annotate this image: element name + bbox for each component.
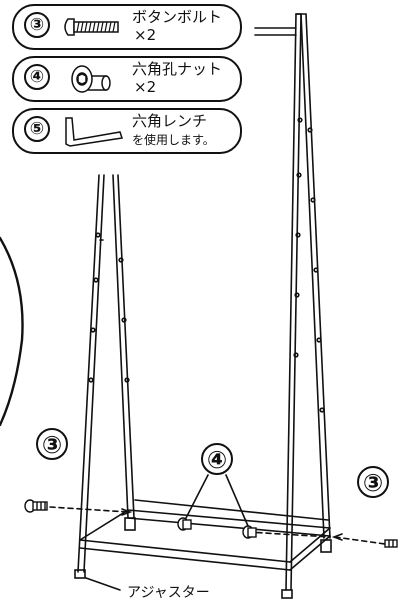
parts-list: ③ ボタンボルト ×2 ④: [0, 0, 250, 160]
adjuster-feet: [74, 517, 332, 599]
right-frame: [285, 13, 331, 591]
part-note: を使用します。: [132, 133, 215, 147]
callout-bolt-left: ③: [36, 428, 68, 460]
callout-bolt-right: ③: [357, 466, 389, 498]
part-name: 六角孔ナット: [132, 60, 223, 78]
hex-socket-nut-icon: [71, 65, 111, 93]
hex-wrench-icon: [65, 117, 123, 147]
part-name: 六角レンチ: [132, 112, 208, 130]
part-quantity: ×2: [134, 78, 157, 96]
nut-icons: [177, 517, 257, 539]
part-hex-wrench: ⑤ 六角レンチ を使用します。: [12, 108, 242, 154]
part-hex-socket-nut: ④ 六角孔ナット ×2: [12, 56, 242, 102]
part-button-bolt: ③ ボタンボルト ×2: [12, 4, 242, 50]
adjuster-label: アジャスター: [127, 585, 210, 601]
part-number: ④: [24, 64, 50, 90]
bolt-right-icon: [384, 539, 398, 548]
bolt-left-icon: [24, 499, 48, 513]
part-name: ボタンボルト: [132, 8, 223, 26]
part-quantity: ×2: [134, 26, 157, 44]
callout-nuts: ④: [201, 443, 233, 475]
button-bolt-icon: [64, 18, 119, 36]
part-number: ⑤: [24, 116, 50, 142]
detail-circle-arc: [0, 236, 24, 427]
left-frame: [77, 174, 135, 573]
base-frame: [79, 499, 331, 571]
part-number: ③: [24, 12, 50, 38]
